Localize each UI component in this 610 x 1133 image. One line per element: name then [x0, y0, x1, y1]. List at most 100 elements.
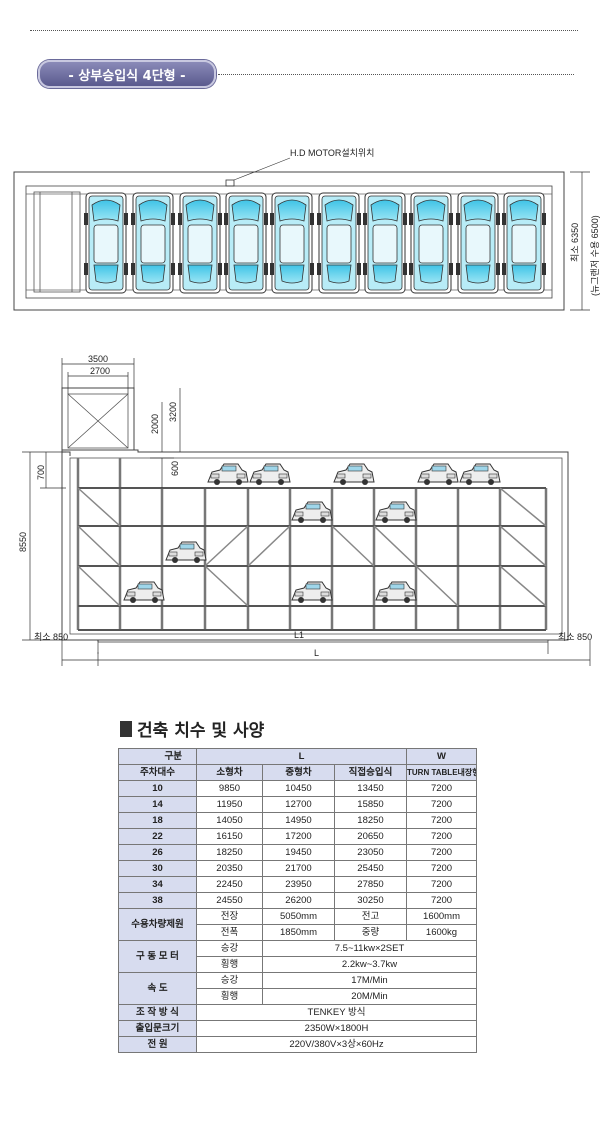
- cell-mid: 10450: [262, 780, 335, 797]
- cell-small: 20350: [196, 860, 263, 877]
- cell-direct: 18250: [333, 812, 408, 829]
- cell-w: 7200: [406, 860, 478, 877]
- cell-small: 24550: [196, 892, 263, 909]
- motor-location-label: H.D MOTOR설치위치: [290, 147, 374, 158]
- motor-trav-label: 횡행: [196, 956, 263, 973]
- speed-trav-label: 횡행: [196, 988, 263, 1005]
- speed-label: 속 도: [118, 972, 197, 1005]
- cell-n: 26: [118, 844, 197, 861]
- cell-direct: 25450: [333, 860, 408, 877]
- speed-lift: 17M/Min: [261, 972, 478, 989]
- header-w: W: [406, 748, 478, 765]
- dim-top-inner: 2700: [90, 366, 110, 376]
- dim-pit-a: 2000: [150, 414, 160, 434]
- capacity-len: 5050mm: [262, 908, 335, 925]
- dim-top-outer: 3500: [88, 354, 108, 364]
- power-label: 전 원: [118, 1036, 197, 1053]
- motor-trav: 2.2kw~3.7kw: [261, 956, 478, 973]
- plan-view-drawing: H.D MOTOR설치위치 최소 6350 (뉴그랜저 수용 6500): [13, 147, 600, 311]
- cell-direct: 13450: [333, 780, 408, 797]
- cell-mid: 26200: [262, 892, 335, 909]
- speed-trav: 20M/Min: [261, 988, 478, 1005]
- dim-pit-b: 3200: [168, 402, 178, 422]
- cell-direct: 27850: [333, 876, 408, 893]
- capacity-width: 1850mm: [262, 924, 335, 941]
- cell-mid: 14950: [262, 812, 335, 829]
- header-l: L: [195, 748, 408, 765]
- header-count: 주차대수: [118, 764, 197, 781]
- cell-w: 7200: [406, 796, 478, 813]
- cell-direct: 23050: [333, 844, 408, 861]
- dim-inner-600: 600: [170, 461, 180, 476]
- title-bullet-icon: [120, 720, 132, 737]
- cell-w: 7200: [406, 876, 478, 893]
- cell-n: 18: [118, 812, 197, 829]
- cell-n: 14: [118, 796, 197, 813]
- cell-small: 18250: [196, 844, 263, 861]
- cell-n: 38: [118, 892, 197, 909]
- cell-small: 22450: [196, 876, 263, 893]
- dim-min-left: 최소 850: [34, 632, 68, 642]
- cell-mid: 21700: [262, 860, 335, 877]
- cell-n: 30: [118, 860, 197, 877]
- cell-small: 16150: [196, 828, 263, 845]
- header-small: 소형차: [196, 764, 263, 781]
- capacity-weight-label: 중량: [333, 924, 408, 941]
- capacity-height-label: 전고: [333, 908, 408, 925]
- page-title: - 상부승입식 4단형 -: [38, 60, 216, 88]
- spec-section-title: 건축 치수 및 사양: [120, 716, 264, 741]
- cell-w: 7200: [406, 828, 478, 845]
- title-divider: [218, 74, 574, 75]
- spec-table: 구분 L W 주차대수 소형차 중형차 직접승입식 TURN TABLE내장형 …: [118, 748, 478, 1053]
- cell-mid: 19450: [262, 844, 335, 861]
- power-value: 220V/380V×3상×60Hz: [195, 1036, 478, 1053]
- motor-lift-label: 승강: [196, 940, 263, 957]
- capacity-weight: 1600kg: [406, 924, 478, 941]
- header-gubun: 구분: [118, 748, 197, 765]
- dim-left-total: 8550: [18, 532, 28, 552]
- spec-title-text: 건축 치수 및 사양: [137, 721, 265, 741]
- capacity-label: 수용차량제원: [118, 908, 197, 941]
- control-value: TENKEY 방식: [195, 1004, 478, 1021]
- cell-small: 14050: [196, 812, 263, 829]
- cell-direct: 20650: [333, 828, 408, 845]
- cell-w: 7200: [406, 780, 478, 797]
- cell-mid: 17200: [262, 828, 335, 845]
- header-turn: TURN TABLE내장형: [406, 764, 478, 781]
- cell-direct: 30250: [333, 892, 408, 909]
- dim-l: L: [314, 648, 319, 658]
- capacity-len-label: 전장: [196, 908, 263, 925]
- cell-small: 11950: [196, 796, 263, 813]
- dim-l1: L1: [294, 630, 304, 640]
- cell-n: 22: [118, 828, 197, 845]
- section-view-drawing: 3500 2700 2000 3200 600 700 8550 최소 850 …: [18, 354, 592, 666]
- plan-height-subnote: (뉴그랜저 수용 6500): [590, 215, 600, 296]
- cell-mid: 23950: [262, 876, 335, 893]
- cell-mid: 12700: [262, 796, 335, 813]
- top-divider: [30, 30, 578, 31]
- header-mid: 중형차: [262, 764, 335, 781]
- cell-n: 34: [118, 876, 197, 893]
- capacity-height: 1600mm: [406, 908, 478, 925]
- door-value: 2350W×1800H: [195, 1020, 478, 1037]
- plan-height-note: 최소 6350: [570, 223, 580, 262]
- door-label: 출입문크기: [118, 1020, 197, 1037]
- motor-lift: 7.5~11kw×2SET: [261, 940, 478, 957]
- cell-w: 7200: [406, 812, 478, 829]
- cell-w: 7200: [406, 844, 478, 861]
- speed-lift-label: 승강: [196, 972, 263, 989]
- header-direct: 직접승입식: [333, 764, 408, 781]
- cell-w: 7200: [406, 892, 478, 909]
- cell-direct: 15850: [333, 796, 408, 813]
- capacity-width-label: 전폭: [196, 924, 263, 941]
- motor-label: 구 동 모 터: [118, 940, 197, 973]
- dim-min-right: 최소 850: [558, 632, 592, 642]
